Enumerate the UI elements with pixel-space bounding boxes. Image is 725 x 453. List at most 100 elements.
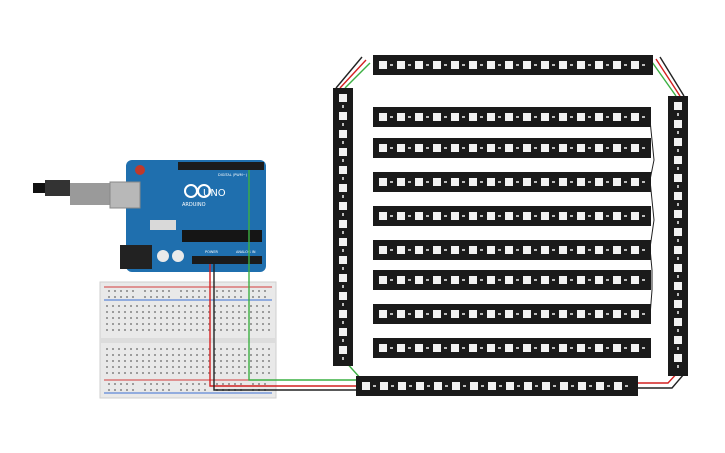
led-pixel xyxy=(451,178,459,186)
led-pixel xyxy=(595,178,603,186)
led-pixel xyxy=(560,382,568,390)
led-pixel xyxy=(397,178,405,186)
led-pixel xyxy=(487,61,495,69)
led-pixel xyxy=(577,344,585,352)
led-pixel xyxy=(559,144,567,152)
led-pixel xyxy=(541,246,549,254)
led-pixel xyxy=(631,310,639,318)
analog-header-label: ANALOG IN xyxy=(236,250,256,254)
led-pixel xyxy=(469,212,477,220)
led-pixel xyxy=(559,212,567,220)
uno-logo-text: UNO xyxy=(203,188,226,199)
led-pixel xyxy=(397,212,405,220)
led-strip-inner-6 xyxy=(373,270,651,290)
led-pixel xyxy=(415,212,423,220)
led-pixel xyxy=(595,144,603,152)
led-pixel xyxy=(631,344,639,352)
arduino-brand-text: ARDUINO xyxy=(182,202,206,208)
led-pixel xyxy=(674,318,682,326)
led-pixel xyxy=(674,354,682,362)
led-pixel xyxy=(541,310,549,318)
digital-header xyxy=(178,162,264,170)
led-pixel xyxy=(505,310,513,318)
reset-button[interactable] xyxy=(135,165,145,175)
top-left-wires xyxy=(344,62,371,89)
led-pixel xyxy=(415,344,423,352)
led-pixel xyxy=(397,61,405,69)
led-strip-grid xyxy=(333,55,688,396)
led-pixel xyxy=(674,120,682,128)
led-pixel xyxy=(451,144,459,152)
led-strip-inner-7 xyxy=(373,304,651,324)
led-pixel xyxy=(523,246,531,254)
led-pixel xyxy=(577,178,585,186)
led-pixel xyxy=(415,61,423,69)
led-pixel xyxy=(505,246,513,254)
led-pixel xyxy=(397,113,405,121)
led-pixel xyxy=(505,344,513,352)
led-pixel xyxy=(415,246,423,254)
led-pixel xyxy=(613,113,621,121)
signal-wire xyxy=(248,170,358,381)
led-pixel xyxy=(415,276,423,284)
led-pixel xyxy=(433,276,441,284)
led-pixel xyxy=(505,61,513,69)
led-pixel xyxy=(524,382,532,390)
led-pixel xyxy=(451,344,459,352)
led-pixel xyxy=(674,300,682,308)
led-pixel xyxy=(379,276,387,284)
usb-cable xyxy=(45,180,70,196)
led-pixel xyxy=(339,328,347,336)
led-pixel xyxy=(451,113,459,121)
led-pixel xyxy=(505,113,513,121)
led-pixel xyxy=(674,156,682,164)
led-pixel xyxy=(613,212,621,220)
led-pixel xyxy=(470,382,478,390)
led-pixel xyxy=(595,344,603,352)
led-pixel xyxy=(397,246,405,254)
led-pixel xyxy=(523,113,531,121)
led-pixel xyxy=(452,382,460,390)
power-jack xyxy=(120,245,152,269)
led-strip-right xyxy=(668,96,688,376)
led-pixel xyxy=(469,113,477,121)
led-pixel xyxy=(379,212,387,220)
led-pixel xyxy=(469,178,477,186)
led-pixel xyxy=(339,202,347,210)
led-pixel xyxy=(523,344,531,352)
led-pixel xyxy=(577,61,585,69)
led-pixel xyxy=(487,276,495,284)
led-pixel xyxy=(339,346,347,354)
led-pixel xyxy=(339,112,347,120)
led-pixel xyxy=(487,178,495,186)
led-pixel xyxy=(631,178,639,186)
led-pixel xyxy=(487,212,495,220)
led-strip-left xyxy=(333,88,353,366)
led-pixel xyxy=(469,246,477,254)
led-pixel xyxy=(433,344,441,352)
led-pixel xyxy=(577,246,585,254)
led-pixel xyxy=(415,144,423,152)
led-pixel xyxy=(451,276,459,284)
usb-connector xyxy=(70,183,110,205)
led-pixel xyxy=(339,256,347,264)
microcontroller-chip xyxy=(182,230,262,242)
led-pixel xyxy=(613,178,621,186)
led-pixel xyxy=(559,113,567,121)
led-pixel xyxy=(631,144,639,152)
led-pixel xyxy=(451,212,459,220)
led-pixel xyxy=(613,246,621,254)
led-pixel xyxy=(613,276,621,284)
led-pixel xyxy=(523,178,531,186)
led-pixel xyxy=(398,382,406,390)
led-pixel xyxy=(595,212,603,220)
led-pixel xyxy=(674,174,682,182)
led-pixel xyxy=(577,212,585,220)
led-pixel xyxy=(339,238,347,246)
led-pixel xyxy=(380,382,388,390)
led-pixel xyxy=(595,113,603,121)
power-wire xyxy=(209,264,358,387)
led-pixel xyxy=(578,382,586,390)
led-strip-inner-1 xyxy=(373,107,651,127)
